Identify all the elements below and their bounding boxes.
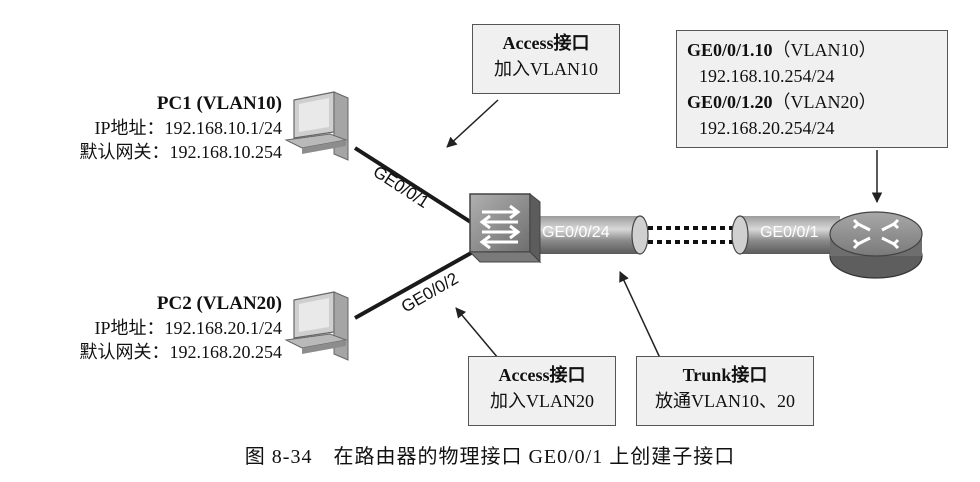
port-label-router: GE0/0/1 — [760, 224, 819, 241]
port-label-switch-trunk: GE0/0/24 — [542, 224, 610, 241]
router-subinterface-box: GE0/0/1.10（VLAN10） 192.168.10.254/24 GE0… — [676, 30, 948, 148]
switch-icon — [468, 192, 542, 264]
callout-access-vlan20-desc: 加入VLAN20 — [490, 391, 594, 411]
callout-access-vlan10-title: Access接口 — [502, 33, 590, 53]
arrow-access1 — [446, 99, 499, 148]
arrow-trunk — [619, 271, 661, 359]
callout-access-vlan20: Access接口 加入VLAN20 — [468, 356, 616, 426]
callout-access-vlan10-desc: 加入VLAN10 — [494, 59, 598, 79]
callout-access-vlan20-title: Access接口 — [498, 365, 586, 385]
arrow-access2 — [455, 307, 499, 359]
pc2-gateway: 默认网关：192.168.20.254 — [79, 342, 283, 362]
subif2-ip: 192.168.20.254/24 — [699, 118, 835, 138]
pc-icon — [284, 291, 349, 361]
callout-trunk-desc: 放通VLAN10、20 — [655, 391, 795, 411]
pc2-info: PC2 (VLAN20) IP地址：192.168.20.1/24 默认网关：1… — [20, 292, 283, 364]
subif1-ip: 192.168.10.254/24 — [699, 66, 835, 86]
pc1-gateway: 默认网关：192.168.10.254 — [79, 142, 283, 162]
router-icon — [829, 211, 923, 279]
link-pc2-switch — [354, 246, 481, 320]
figure-caption: 图 8-34 在路由器的物理接口 GE0/0/1 上创建子接口 — [244, 446, 736, 468]
pc-icon — [284, 91, 349, 161]
pc1-title: PC1 (VLAN10) — [156, 93, 282, 114]
subif2-vlan: （VLAN20） — [772, 92, 877, 112]
pc1-info: PC1 (VLAN10) IP地址：192.168.10.1/24 默认网关：1… — [20, 92, 283, 164]
link-pc1-switch — [353, 146, 482, 230]
trunk-tube-switch — [530, 215, 649, 255]
pc2-title: PC2 (VLAN20) — [156, 293, 282, 314]
pc2-ip: IP地址：192.168.20.1/24 — [94, 318, 282, 338]
subif2-name: GE0/0/1.20 — [687, 92, 773, 112]
subif1-name: GE0/0/1.10 — [687, 40, 773, 60]
trunk-tube-router — [731, 215, 840, 255]
callout-access-vlan10: Access接口 加入VLAN10 — [472, 24, 620, 94]
trunk-dotted-link — [648, 226, 738, 244]
pc1-ip: IP地址：192.168.10.1/24 — [94, 118, 282, 138]
callout-trunk-title: Trunk接口 — [682, 365, 768, 385]
callout-trunk: Trunk接口 放通VLAN10、20 — [636, 356, 814, 426]
subif1-vlan: （VLAN10） — [772, 40, 877, 60]
